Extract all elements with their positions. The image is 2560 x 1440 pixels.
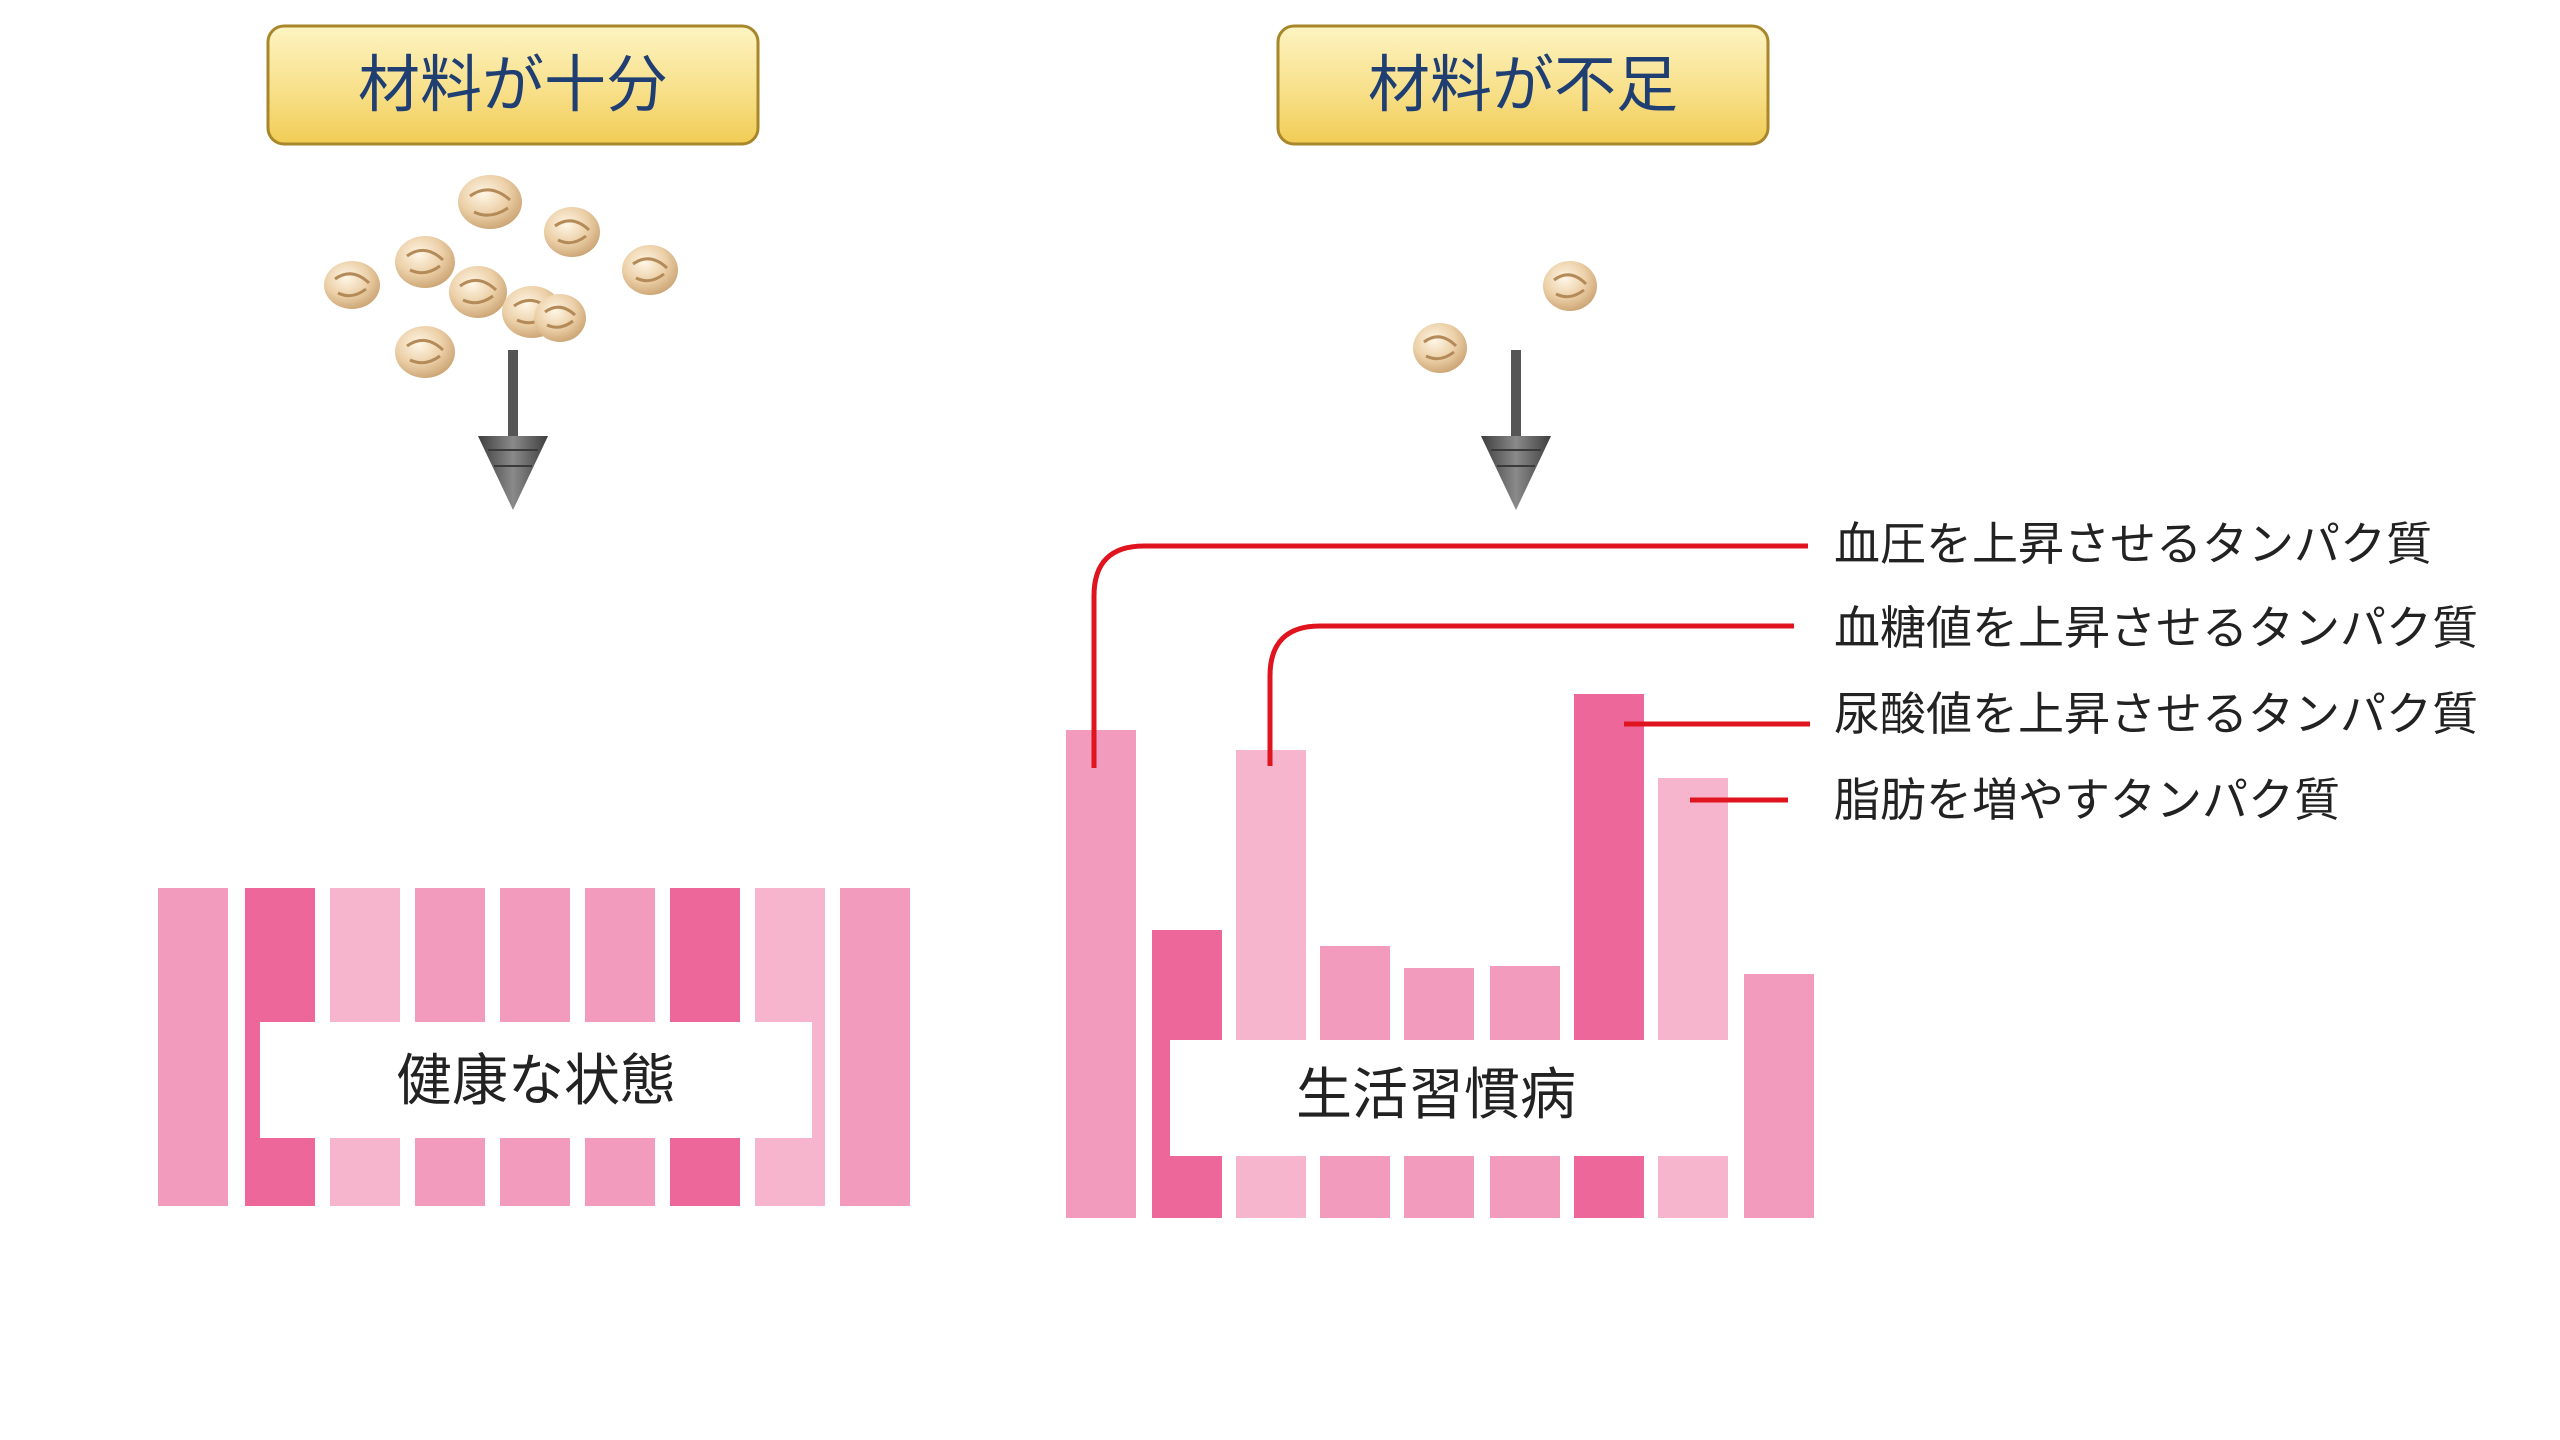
protein-particle-icon: [449, 266, 507, 318]
right-down-arrow-icon: [1481, 350, 1551, 510]
protein-particle-icon: [544, 207, 600, 257]
left-header-box: 材料が十分: [266, 24, 760, 146]
left-state-label: 健康な状態: [396, 1049, 676, 1114]
protein-particle-icon: [622, 245, 678, 295]
protein-block: [840, 888, 910, 1206]
right-state-label-box: 生活習慣病: [1170, 1040, 1728, 1156]
protein-block: [158, 888, 228, 1206]
right-material-particles: [1413, 261, 1597, 373]
protein-label-fat: 脂肪を増やすタンパク質: [1834, 773, 2340, 827]
protein-block: [1744, 974, 1814, 1218]
protein-labels: 血圧を上昇させるタンパク質 血糖値を上昇させるタンパク質 尿酸値を上昇させるタン…: [1834, 517, 2478, 827]
protein-label-uric-acid: 尿酸値を上昇させるタンパク質: [1834, 687, 2478, 741]
protein-particle-icon: [1413, 323, 1467, 373]
protein-particle-icon: [395, 326, 455, 378]
right-state-label: 生活習慣病: [1296, 1063, 1576, 1128]
protein-particle-icon: [324, 261, 380, 309]
left-header-label: 材料が十分: [358, 48, 668, 121]
protein-label-blood-sugar: 血糖値を上昇させるタンパク質: [1834, 601, 2478, 655]
right-header-box: 材料が不足: [1276, 24, 1770, 146]
protein-particle-icon: [395, 236, 455, 288]
left-state-label-box: 健康な状態: [260, 1022, 812, 1138]
right-header-label: 材料が不足: [1368, 48, 1678, 121]
left-protein-blocks: [158, 888, 910, 1206]
leader-line-blood-pressure: [1091, 543, 1808, 768]
protein-label-blood-pressure: 血圧を上昇させるタンパク質: [1834, 517, 2432, 571]
leader-line-blood-sugar: [1267, 623, 1794, 766]
protein-particle-icon: [534, 294, 586, 342]
protein-block: [1066, 730, 1136, 1218]
protein-particle-icon: [1543, 261, 1597, 311]
protein-particle-icon: [458, 175, 522, 229]
left-material-particles: [324, 175, 678, 378]
leader-lines: [1091, 543, 1810, 803]
left-down-arrow-icon: [478, 350, 548, 510]
